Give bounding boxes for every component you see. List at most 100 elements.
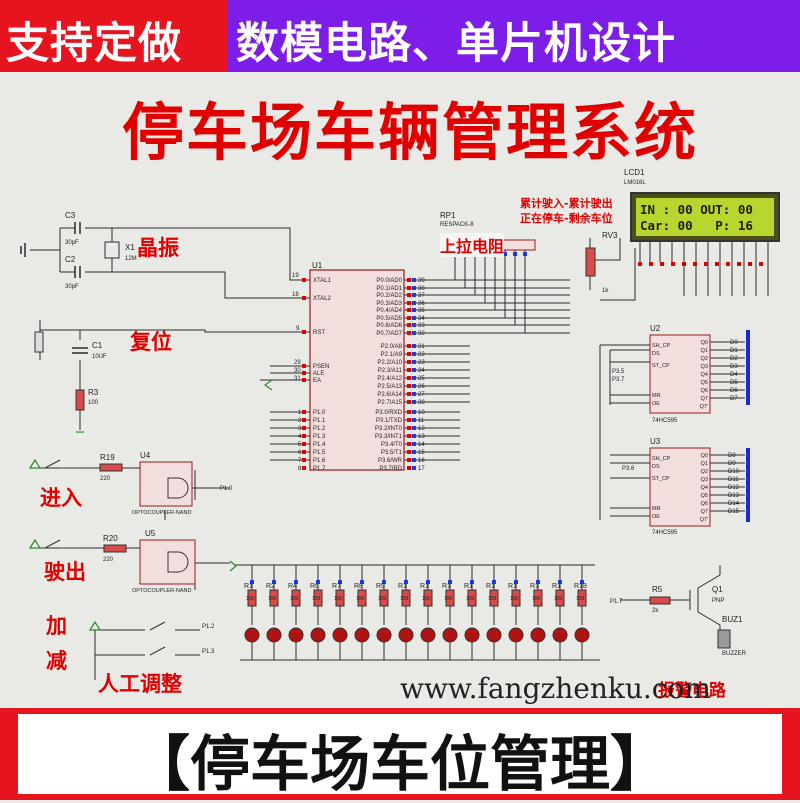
pin-marker [748,262,752,266]
annotation-alarm: 报警电路 [658,681,726,701]
u1-pin-label: XTAL1 [313,278,332,284]
pin-marker [693,262,697,266]
pin-marker [412,293,416,297]
led-resistor-value: 100 [290,596,299,602]
bottom-banner-inner [18,714,782,794]
pin-marker [671,262,675,266]
u1-pin-number: 38 [418,286,425,292]
pin-marker [407,331,411,335]
led-resistor-value: 100 [466,596,475,602]
u1-chip-body [309,269,405,471]
x1-label: X1 [125,243,135,252]
led [266,627,282,643]
u2-pin-label: MR [652,393,661,399]
u1-pin-number: 35 [418,308,425,314]
pin-marker [412,323,416,327]
led-resistor-value: 100 [378,596,387,602]
led-resistor-value: 100 [268,596,277,602]
u3-pin-label: DS [652,464,660,470]
buz1-label: BUZ1 [722,615,743,624]
rv3-value: 1k [602,288,609,294]
led-resistor-label: R1 [508,583,517,590]
led-resistor-label: R7 [332,583,341,590]
pin-marker [302,296,306,300]
net-label-d: D11 [728,477,739,483]
pin-marker [382,580,386,584]
pin-marker [580,580,584,584]
u1-pin-label: P1.0 [313,410,326,416]
led [244,627,260,643]
pin-marker [407,392,411,396]
pin-marker [412,352,416,356]
net-label-d: D0 [730,340,738,346]
r5-value: 2k [652,608,659,614]
u1-pin-label: P3.0/RXD [375,410,402,416]
pin-marker [302,418,306,422]
led [420,627,436,643]
u2-pin-label: Q1 [701,348,708,354]
led-resistor-label: R1 [552,583,561,590]
pin-marker [407,316,411,320]
annotation-plus: 加 [46,614,67,638]
u1-pin-label: P2.7/A15 [377,400,402,406]
led [376,627,392,643]
pin-marker [302,450,306,454]
u1-pin-label: P2.2/A10 [377,360,402,366]
r19-label: R19 [100,453,115,462]
pin-marker [302,434,306,438]
pin-marker [302,426,306,430]
u2-pin-label: Q7 [701,396,708,402]
pin-marker [412,392,416,396]
led [354,627,370,643]
r3-value: 100 [88,400,99,406]
annotation-lcd-note-2: 正在停车-剩余车位 [520,212,613,225]
annotation-exit: 驶出 [44,560,86,584]
pin-marker [404,580,408,584]
pin-marker [407,442,411,446]
u2-model: 74HC595 [652,418,678,424]
net-label-d: D9 [728,461,736,467]
led-resistor-value: 100 [422,596,431,602]
pin-marker [412,400,416,404]
pin-marker [412,344,416,348]
pin-marker [407,434,411,438]
u1-pin-number: 1 [298,410,302,416]
u3-pin-label: Q3 [701,477,708,483]
u1-pin-number: 37 [418,293,425,299]
banner-right-bg [228,0,800,72]
led [442,627,458,643]
u1-pin-label: P3.1/TXD [376,418,403,424]
u1-pin-label: P3.3/INT1 [375,434,403,440]
u1-pin-number: 39 [418,278,425,284]
pin-marker [407,352,411,356]
net-p3-6: P3.6 [622,466,635,472]
x1-value: 12M [125,256,137,262]
u5-model: OPTOCOUPLER-NAND [132,588,192,594]
u1-pin-label: P0.7/AD7 [376,331,402,337]
led [332,627,348,643]
led-resistor-value: 100 [444,596,453,602]
net-p1-7: P1.7 [610,599,623,605]
annotation-minus: 减 [46,649,67,673]
q1-label: Q1 [712,585,723,594]
net-label-d: D15 [728,509,740,515]
lcd-screen: IN : 00 OUT: 00 Car: 00 P: 16 [636,198,774,236]
net-label-d: D10 [728,469,740,475]
u1-pin-number: 14 [418,442,425,448]
pin-marker [250,580,254,584]
u1-pin-ea-num: 31 [294,376,301,382]
pin-marker [407,466,411,470]
banner-left-text: 支持定做 [6,19,182,69]
u1-pin-number: 11 [418,418,425,424]
net-label-d: D3 [730,364,738,370]
pin-marker [660,262,664,266]
u1-pin-number: 22 [418,352,425,358]
pin-marker [407,368,411,372]
pin-marker [412,316,416,320]
led-resistor-label: R18 [574,583,587,590]
pin-marker [407,286,411,290]
u1-pin-number: 36 [418,301,425,307]
pin-marker [407,360,411,364]
pin-marker [412,410,416,414]
u1-pin-label: P1.3 [313,434,326,440]
